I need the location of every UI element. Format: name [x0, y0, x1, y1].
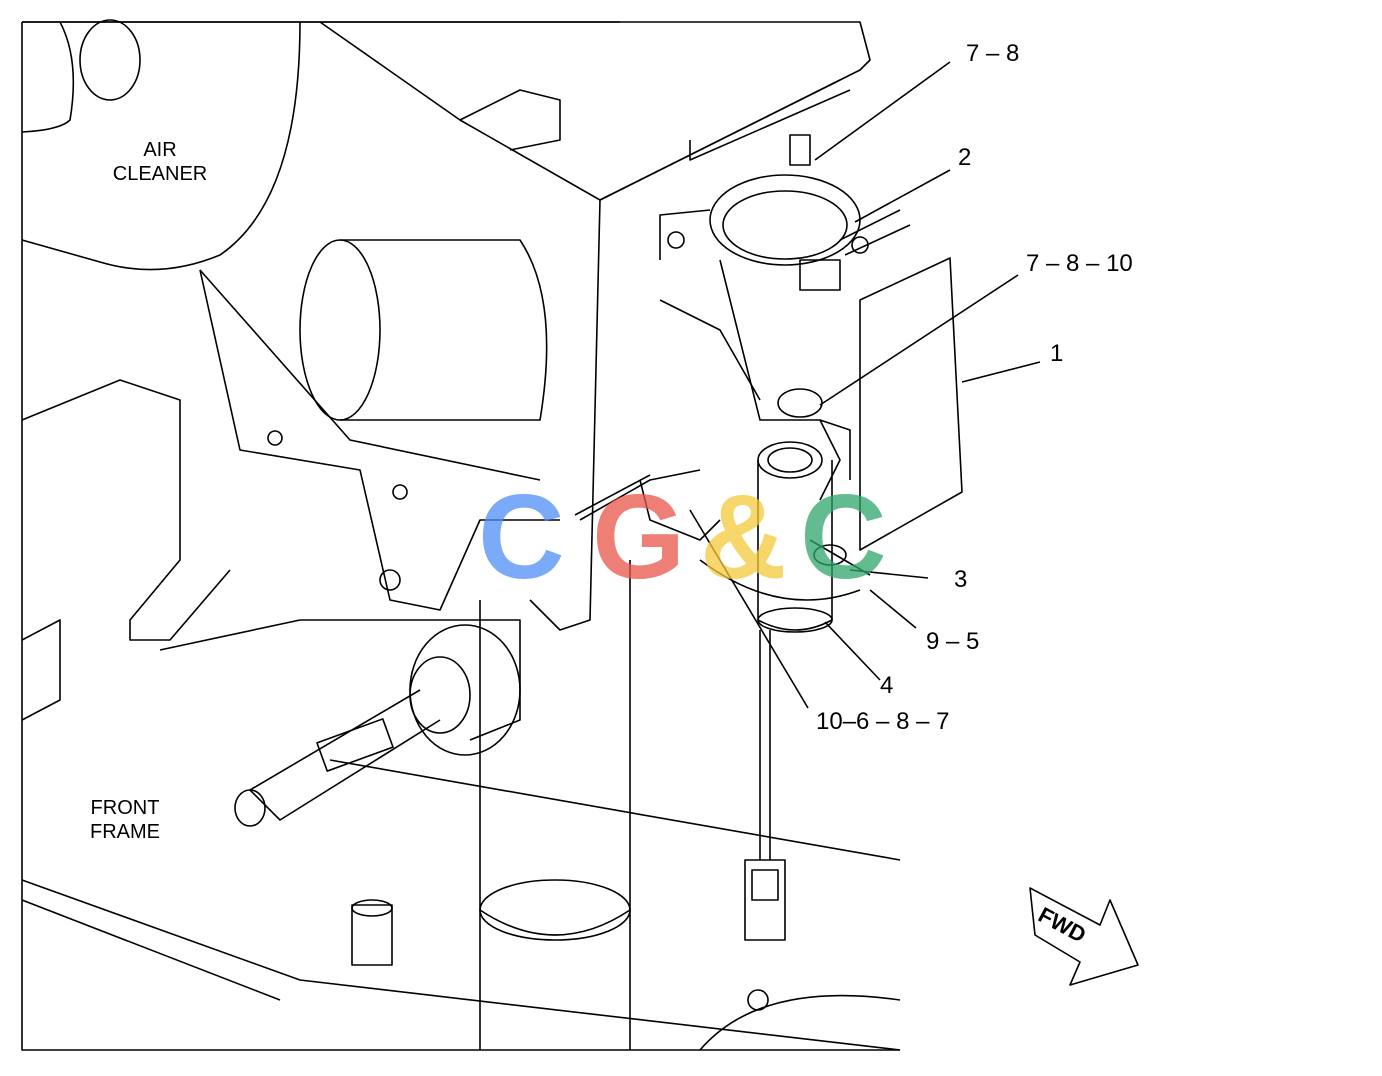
front-frame-line1: FRONT: [90, 797, 160, 819]
frame-border: [21, 22, 900, 1051]
air-cleaner-body: [21, 21, 301, 271]
cylinder-body: [340, 239, 548, 421]
sensor-body: [757, 460, 833, 631]
fwd-arrow: [1029, 887, 1139, 986]
front-frame-line2: FRAME: [90, 821, 160, 843]
connector: [744, 859, 786, 941]
mounting-plate: [199, 269, 560, 611]
air-cleaner-line2: CLEANER: [112, 163, 208, 185]
callout-10-6-8-7: 10–6 – 8 – 7: [816, 708, 950, 735]
air-cleaner-line1: AIR: [143, 139, 177, 161]
lower-frame: [21, 879, 901, 1051]
watermark-letter-g: G: [592, 470, 685, 604]
watermark-letter-c1: C: [478, 470, 565, 604]
callout-2: 2: [958, 144, 972, 171]
callout-4: 4: [880, 672, 894, 699]
watermark: C G & C: [478, 470, 887, 604]
watermark-letter-amp: &: [700, 470, 787, 604]
watermark-letter-c2: C: [800, 470, 887, 604]
callout-1: 1: [1050, 340, 1064, 367]
callout-3: 3: [954, 566, 968, 593]
pivot-pin: [409, 624, 521, 756]
callout-7-8: 7 – 8: [966, 40, 1020, 67]
callout-7-8-10: 7 – 8 – 10: [1026, 250, 1133, 277]
front-frame-label: FRONT FRAME: [70, 796, 180, 844]
callout-9-5: 9 – 5: [926, 628, 980, 655]
clamp: [709, 174, 861, 266]
air-cleaner-label: AIR CLEANER: [100, 138, 220, 186]
decal: [859, 257, 963, 551]
